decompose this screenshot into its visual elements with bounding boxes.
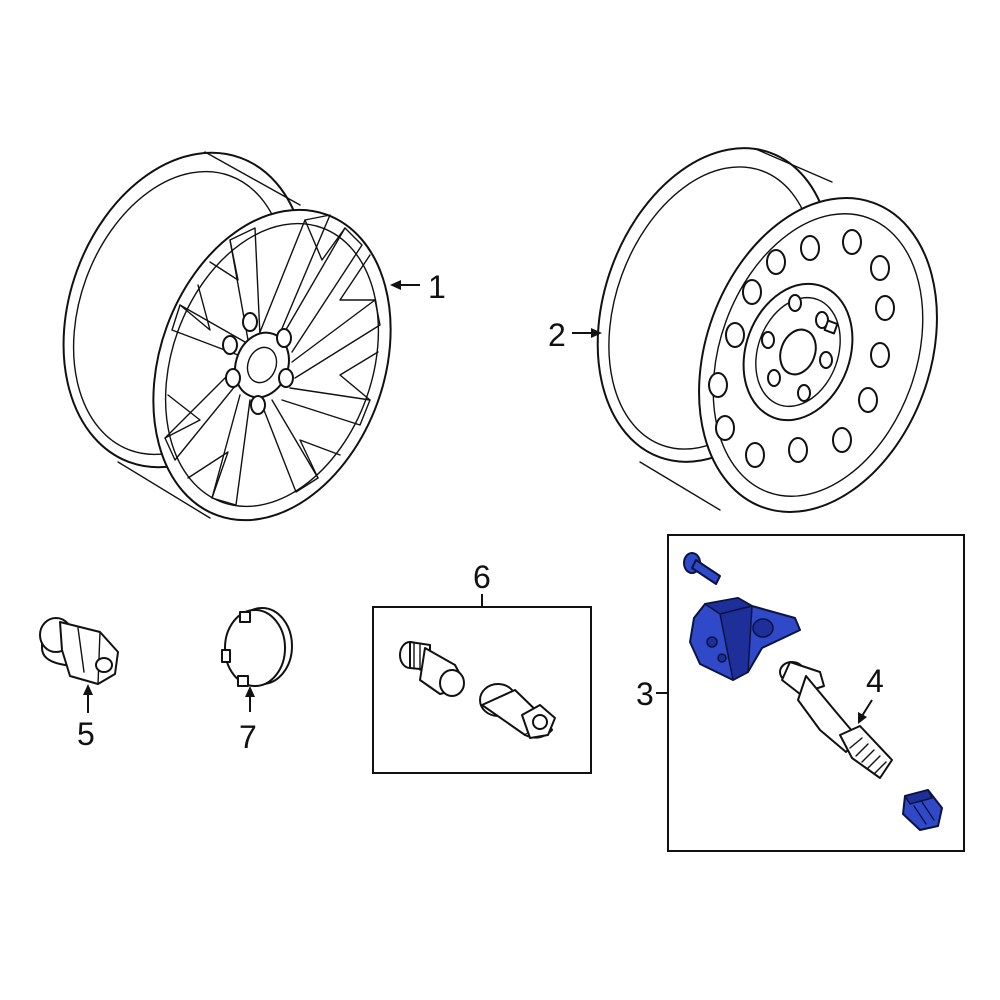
callout-3: 3 <box>636 676 668 712</box>
wheel-lock-kit[interactable] <box>372 606 592 774</box>
lock-key <box>479 683 556 739</box>
svg-text:3: 3 <box>636 676 654 712</box>
valve-cap <box>902 789 943 831</box>
vent-holes <box>708 229 895 468</box>
svg-text:4: 4 <box>866 663 884 699</box>
svg-text:6: 6 <box>473 559 491 595</box>
callout-6: 6 <box>473 559 491 607</box>
svg-text:1: 1 <box>428 269 446 305</box>
tpms-sensor <box>689 597 801 681</box>
sensor-screw <box>683 552 721 585</box>
svg-text:5: 5 <box>77 716 95 752</box>
callout-5: 5 <box>77 684 95 752</box>
alloy-wheel[interactable] <box>22 118 432 553</box>
callout-1: 1 <box>390 269 446 305</box>
lock-nut <box>399 641 465 697</box>
svg-text:2: 2 <box>548 317 566 353</box>
center-cap[interactable] <box>221 607 293 687</box>
tpms-sensor-kit[interactable] <box>667 534 965 852</box>
lock-kit-box <box>372 606 592 774</box>
svg-text:7: 7 <box>239 719 257 755</box>
steel-spare-wheel[interactable] <box>556 115 978 545</box>
spokes <box>164 214 381 506</box>
callout-4: 4 <box>858 663 884 724</box>
valve-stem[interactable] <box>779 661 893 779</box>
callout-7: 7 <box>239 686 257 755</box>
lug-nut[interactable] <box>39 617 119 685</box>
callout-2: 2 <box>548 317 602 353</box>
